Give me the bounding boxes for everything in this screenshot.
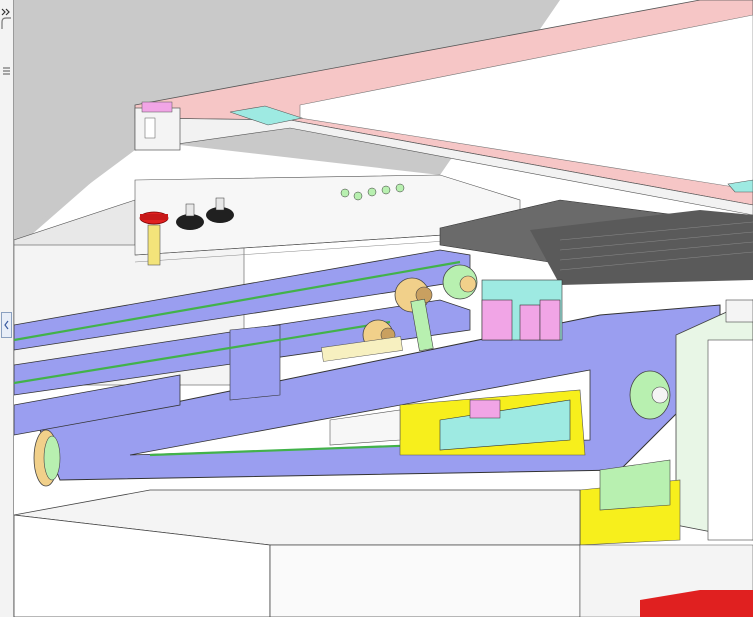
perforated-grid: [530, 210, 753, 285]
left-toolbar: [0, 0, 14, 617]
motor-mount: [629, 299, 753, 541]
corner-bracket: [229, 105, 304, 126]
scroll-up-icon[interactable]: [1, 16, 12, 29]
pink-block-assembly: [481, 279, 563, 341]
cad-viewport[interactable]: [14, 0, 753, 617]
collapse-left-icon[interactable]: [1, 312, 12, 338]
red-panel: [640, 590, 753, 617]
lower-internals: [329, 389, 681, 546]
blue-frame: [14, 249, 721, 481]
double-chevron-right-icon[interactable]: [1, 2, 12, 16]
control-knobs: [139, 197, 234, 266]
cad-model-render: [14, 0, 753, 617]
tension-rollers: [33, 264, 478, 487]
terminal-connectors: [340, 183, 405, 201]
list-icon[interactable]: [1, 62, 12, 75]
